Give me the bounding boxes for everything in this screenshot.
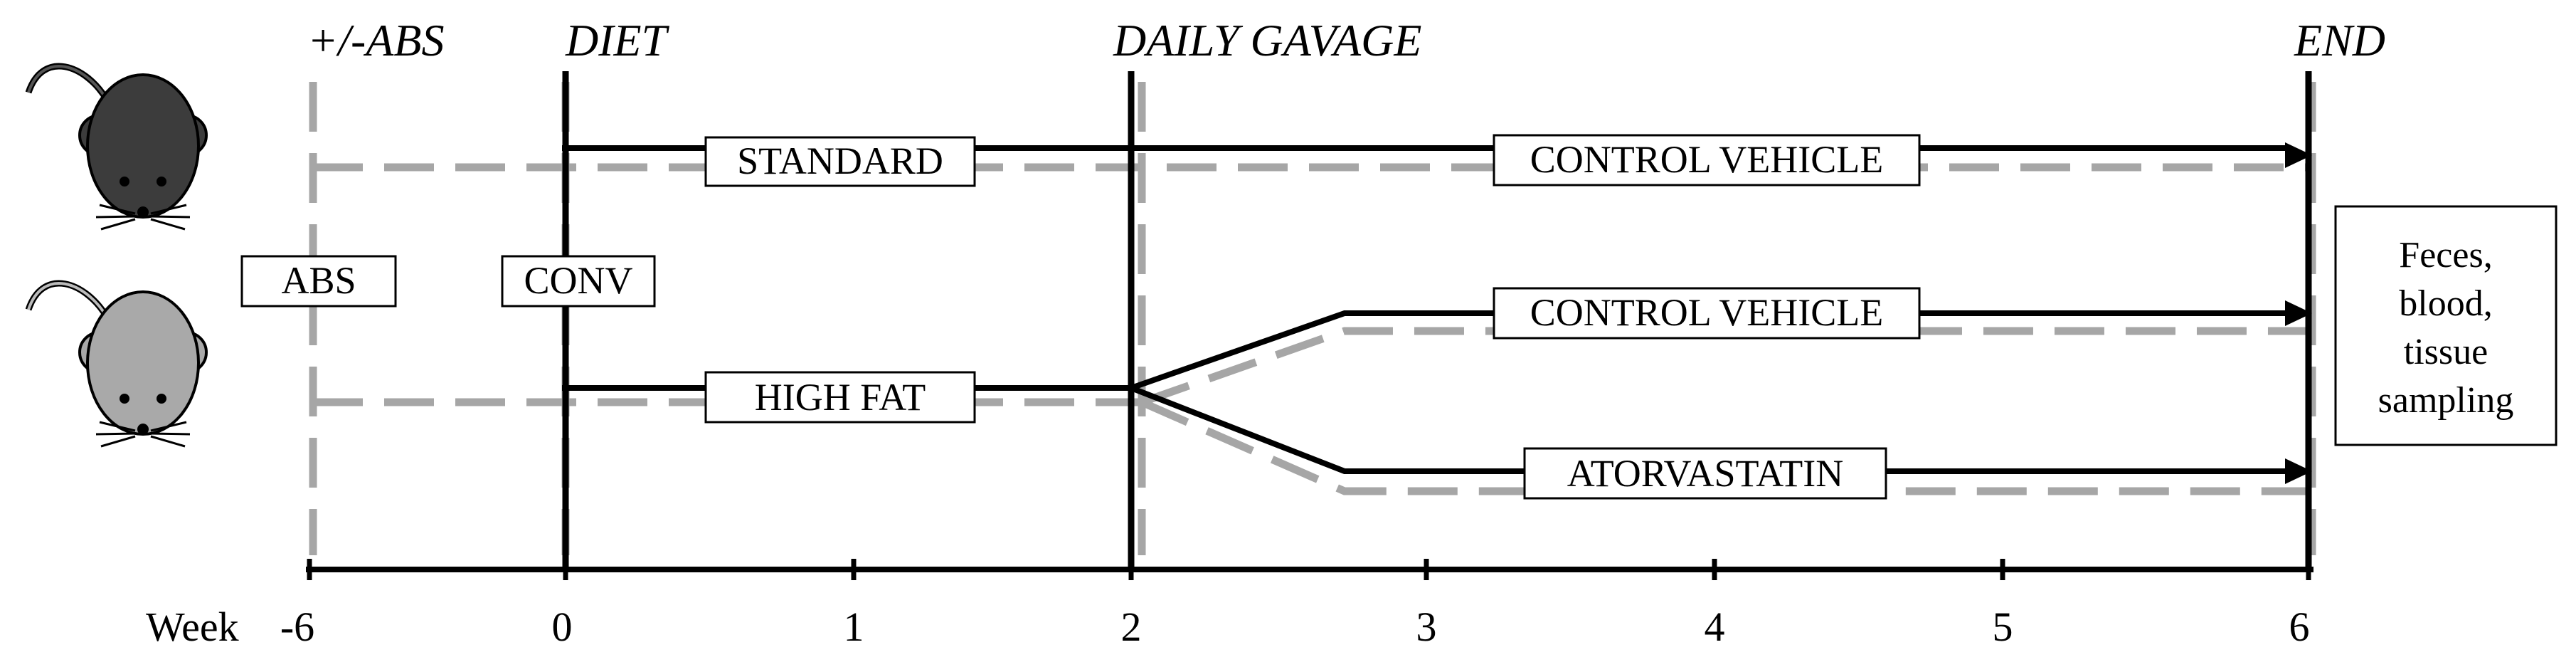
conv-box: CONV [501, 255, 656, 308]
phase-label-end: END [2294, 15, 2385, 65]
axis-label-week: Week [146, 604, 239, 650]
atorvastatin-box: ATORVASTATIN [1523, 447, 1887, 500]
arrowheads [2285, 142, 2312, 484]
control-vehicle-top-label: CONTROL VEHICLE [1530, 138, 1883, 181]
tick-label: 4 [1705, 604, 1725, 650]
abs-box: ABS [240, 255, 397, 308]
tick-label: 5 [1993, 604, 2013, 650]
phase-label-abs: +/-ABS [307, 15, 444, 65]
control-vehicle-mid-box: CONTROL VEHICLE [1493, 287, 1921, 340]
control-vehicle-mid-label: CONTROL VEHICLE [1530, 291, 1883, 334]
standard-box: STANDARD [704, 136, 976, 187]
sampling-line-2: blood, [2399, 283, 2492, 324]
abs-box-label: ABS [281, 259, 356, 302]
tick-label: 6 [2289, 604, 2310, 650]
light-mouse-icon [25, 280, 208, 448]
gray-dashed-paths [309, 82, 2316, 555]
sampling-line-1: Feces, [2399, 235, 2492, 275]
sampling-box: Feces, blood, tissue sampling [2334, 205, 2558, 446]
conv-box-label: CONV [524, 259, 632, 302]
atorvastatin-label: ATORVASTATIN [1567, 452, 1843, 495]
high-fat-label: HIGH FAT [755, 376, 926, 419]
tick-label: 2 [1121, 604, 1142, 650]
sampling-line-3: tissue [2404, 332, 2488, 372]
sampling-line-4: sampling [2378, 380, 2514, 421]
tick-label: -6 [280, 604, 314, 650]
high-fat-box: HIGH FAT [704, 371, 976, 424]
phase-label-diet: DIET [565, 15, 670, 65]
tick-label: 3 [1416, 604, 1437, 650]
phase-label-daily-gavage: DAILY GAVAGE [1113, 15, 1421, 65]
time-axis: Week -6 0 1 2 3 4 5 6 [146, 559, 2313, 650]
control-vehicle-top-box: CONTROL VEHICLE [1493, 134, 1921, 187]
standard-label: STANDARD [737, 140, 943, 182]
tick-label: 0 [552, 604, 573, 650]
tick-label: 1 [844, 604, 864, 650]
dark-mouse-icon [25, 63, 208, 231]
